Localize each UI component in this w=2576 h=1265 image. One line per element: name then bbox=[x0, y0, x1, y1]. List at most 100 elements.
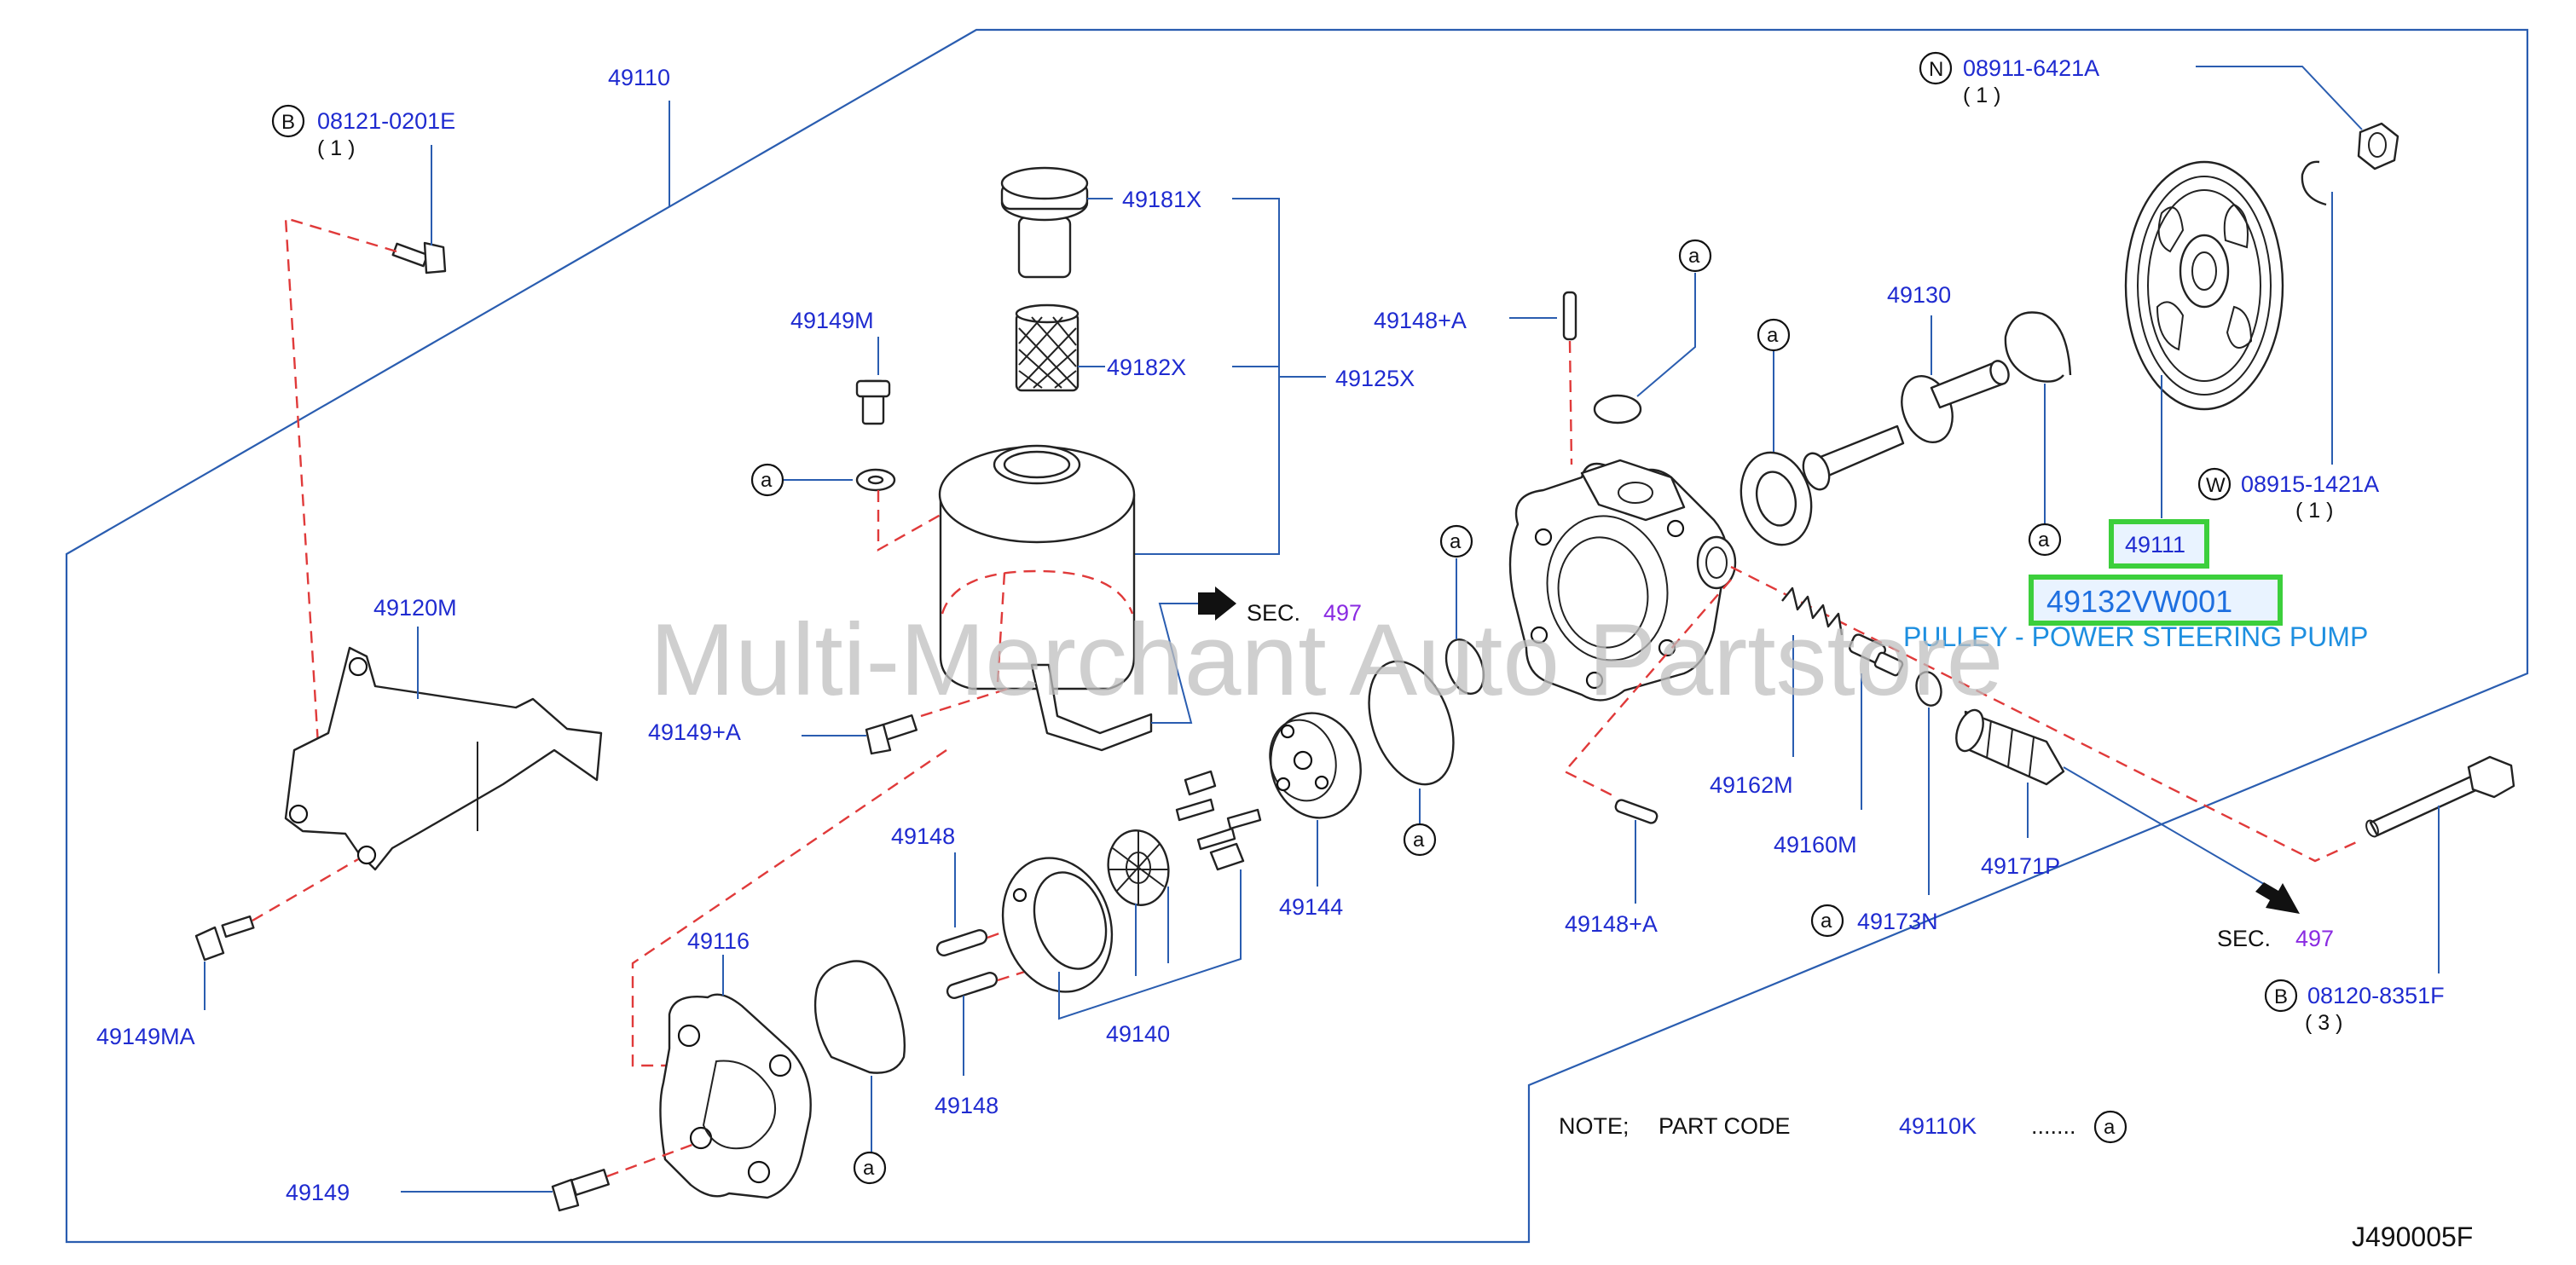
vanes-49140[interactable] bbox=[1175, 770, 1262, 871]
label-49149[interactable]: 49149 bbox=[286, 1180, 350, 1205]
seal[interactable] bbox=[1731, 445, 1821, 553]
connector-49171p[interactable] bbox=[1951, 707, 2065, 786]
svg-text:a: a bbox=[1688, 245, 1700, 268]
svg-text:SEC.: SEC. bbox=[1247, 600, 1300, 626]
note-part-code-label: PART CODE bbox=[1658, 1113, 1791, 1139]
o-ring-small[interactable] bbox=[1439, 634, 1491, 699]
valve-49160m[interactable] bbox=[1848, 633, 1904, 677]
pulley-49111[interactable] bbox=[2124, 160, 2284, 411]
leader-49125x bbox=[1134, 198, 1326, 555]
label-49132vw001[interactable]: 49132VW001 bbox=[2046, 584, 2232, 619]
label-49116[interactable]: 49116 bbox=[687, 928, 750, 954]
highlight-box-49111[interactable] bbox=[2109, 519, 2209, 569]
svg-text:a: a bbox=[1413, 829, 1425, 852]
pin-49148a-bottom[interactable] bbox=[1614, 799, 1658, 824]
label-49148-b[interactable]: 49148 bbox=[935, 1093, 999, 1118]
gasket[interactable] bbox=[813, 960, 906, 1074]
label-49182x[interactable]: 49182X bbox=[1107, 355, 1186, 380]
note-label: NOTE; bbox=[1559, 1113, 1630, 1139]
screw-49149ma[interactable] bbox=[194, 915, 255, 962]
cam-ring-49140[interactable] bbox=[986, 844, 1128, 1006]
label-49144[interactable]: 49144 bbox=[1279, 894, 1343, 920]
label-49149ma[interactable]: 49149MA bbox=[96, 1024, 195, 1049]
figure-code: J490005F bbox=[2352, 1222, 2473, 1252]
marker-a-3 bbox=[1403, 823, 1437, 857]
label-08121-0201e[interactable]: 08121-0201E bbox=[317, 108, 455, 134]
cover-49116[interactable] bbox=[659, 993, 812, 1199]
note-dots: ....... bbox=[2031, 1113, 2076, 1139]
dash-pin-top bbox=[1568, 340, 1573, 465]
marker-a-note bbox=[2093, 1110, 2127, 1144]
label-08915-1421a[interactable]: 08915-1421A bbox=[2241, 471, 2379, 497]
rotor-49140[interactable] bbox=[1103, 826, 1174, 910]
svg-text:a: a bbox=[2104, 1116, 2116, 1139]
label-49171p[interactable]: 49171P bbox=[1981, 853, 2060, 879]
qty-08911-6421a: ( 1 ) bbox=[1963, 84, 2000, 107]
pump-body[interactable] bbox=[1508, 459, 1737, 702]
label-49125x[interactable]: 49125X bbox=[1335, 366, 1415, 391]
sec-arrow-1[interactable]: SEC. 497 bbox=[1198, 586, 1362, 626]
sec-arrow-2[interactable]: SEC. 497 bbox=[2217, 882, 2334, 951]
label-49130[interactable]: 49130 bbox=[1887, 282, 1951, 308]
dash-bracket-bolt bbox=[284, 217, 397, 815]
note-code[interactable]: 49110K bbox=[1899, 1113, 1977, 1139]
highlight-box-49132vw001[interactable] bbox=[2029, 575, 2283, 626]
label-49148a-top[interactable]: 49148+A bbox=[1374, 308, 1467, 333]
cap-49181x[interactable] bbox=[1000, 166, 1089, 279]
label-49181x[interactable]: 49181X bbox=[1122, 187, 1201, 212]
assembly-frame bbox=[65, 28, 2529, 1244]
bolt-08121-0201e[interactable]: B 08121-0201E ( 1 ) bbox=[271, 104, 455, 274]
reservoir-49125x[interactable] bbox=[938, 444, 1153, 752]
pin-49148-b[interactable] bbox=[946, 971, 999, 1000]
spring-49162m[interactable] bbox=[1781, 586, 1844, 636]
washer-49149m[interactable] bbox=[855, 468, 896, 492]
svg-text:SEC.: SEC. bbox=[2217, 926, 2271, 951]
label-49110[interactable]: 49110 bbox=[608, 65, 670, 90]
marker-a-4 bbox=[1439, 524, 1473, 558]
label-49111[interactable]: 49111 bbox=[2125, 532, 2185, 557]
pin-49148a-top[interactable] bbox=[1562, 291, 1577, 341]
label-49149m[interactable]: 49149M bbox=[790, 308, 874, 333]
description-pulley[interactable]: PULLEY - POWER STEERING PUMP bbox=[1903, 621, 2368, 652]
strainer-49182x[interactable] bbox=[1015, 303, 1080, 392]
nut-08911-6421a[interactable] bbox=[2357, 122, 2399, 170]
label-49148-a[interactable]: 49148 bbox=[891, 823, 955, 849]
bolt-49149m[interactable] bbox=[855, 379, 891, 425]
bolt-49149a[interactable] bbox=[865, 714, 918, 755]
shaft-49130[interactable] bbox=[1798, 358, 2012, 493]
label-49160m[interactable]: 49160M bbox=[1774, 832, 1857, 858]
snap-ring[interactable] bbox=[2004, 311, 2072, 383]
pin-49148-a[interactable] bbox=[935, 928, 988, 957]
bracket-49120m[interactable] bbox=[284, 646, 603, 871]
letter-b-1: B bbox=[281, 111, 295, 134]
callout-letter-w bbox=[2197, 467, 2232, 501]
note-part-code: NOTE; PART CODE 49110K ....... a bbox=[1559, 1110, 2127, 1144]
svg-text:a: a bbox=[761, 469, 773, 492]
label-49120m[interactable]: 49120M bbox=[373, 595, 457, 621]
svg-text:a: a bbox=[1821, 910, 1832, 933]
dash-screw-49149 bbox=[606, 1141, 700, 1178]
label-49173n[interactable]: 49173N bbox=[1857, 909, 1938, 934]
o-ring-top[interactable] bbox=[1593, 394, 1642, 425]
label-49148a-bottom[interactable]: 49148+A bbox=[1565, 911, 1658, 937]
o-ring-large[interactable] bbox=[1353, 650, 1469, 796]
plate-49144[interactable] bbox=[1259, 703, 1373, 829]
label-49140[interactable]: 49140 bbox=[1106, 1021, 1170, 1047]
leader-49140 bbox=[1058, 869, 1242, 1020]
callout-letter-n bbox=[1919, 51, 1953, 85]
callout-letter-b-2 bbox=[2264, 979, 2298, 1013]
label-08911-6421a[interactable]: 08911-6421A bbox=[1963, 55, 2099, 81]
label-49149a[interactable]: 49149+A bbox=[648, 719, 741, 745]
svg-text:B: B bbox=[2274, 985, 2288, 1008]
bolt-08120-8351f[interactable] bbox=[2364, 755, 2515, 839]
svg-text:a: a bbox=[863, 1157, 875, 1180]
label-08120-8351f[interactable]: 08120-8351F bbox=[2307, 983, 2445, 1008]
screw-49149[interactable] bbox=[551, 1169, 611, 1212]
svg-text:N: N bbox=[1929, 58, 1943, 81]
svg-text:a: a bbox=[1450, 530, 1462, 553]
label-49162m[interactable]: 49162M bbox=[1710, 772, 1793, 798]
qty-08120-8351f: ( 3 ) bbox=[2305, 1011, 2342, 1035]
washer-08915-1421a[interactable] bbox=[2301, 160, 2327, 206]
o-ring-49173n[interactable] bbox=[1913, 669, 1944, 708]
